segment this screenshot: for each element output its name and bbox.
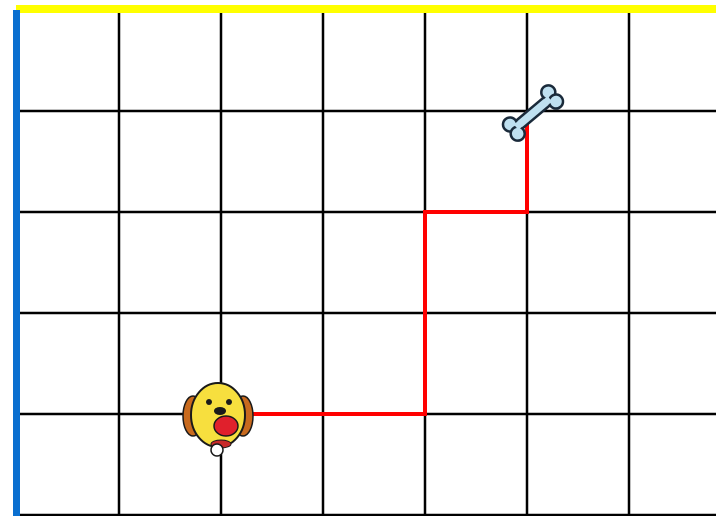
left-axis-bar xyxy=(13,10,20,516)
top-axis-bar xyxy=(16,5,716,13)
